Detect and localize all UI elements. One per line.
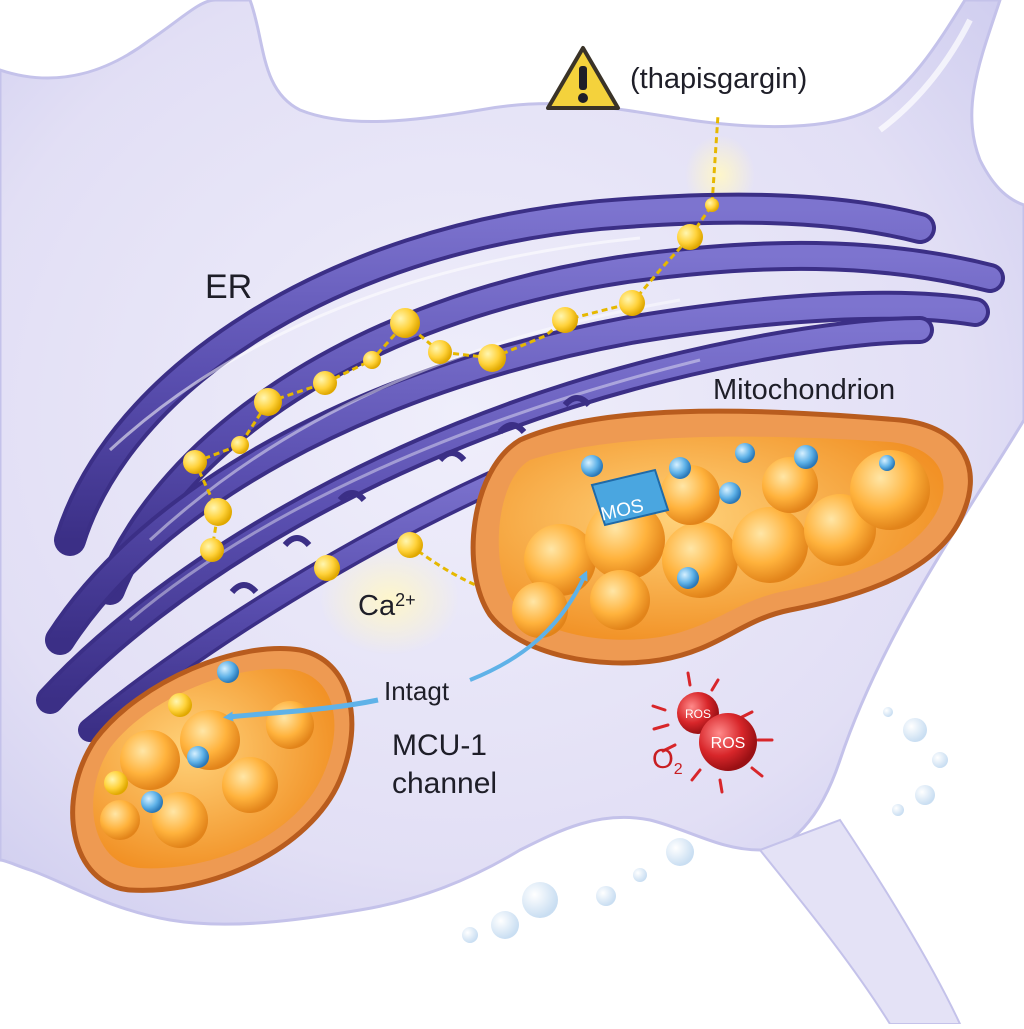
thapsigargin-label: (thapisgargin) — [630, 63, 808, 95]
ros-label-small: ROS — [685, 707, 711, 721]
transporter-protein — [735, 443, 755, 463]
calcium-ion — [552, 307, 578, 333]
calcium-ion — [397, 532, 423, 558]
calcium-ion — [204, 498, 232, 526]
ros-label-large: ROS — [711, 735, 746, 752]
calcium-ion — [314, 555, 340, 581]
transporter-protein — [187, 746, 209, 768]
calcium-ion — [677, 224, 703, 250]
er-label: ER — [205, 268, 253, 306]
calcium-ion — [363, 351, 381, 369]
calcium-flux-arrows — [223, 570, 588, 722]
mitochondrion-small — [70, 646, 355, 893]
calcium-ion — [390, 308, 420, 338]
warning-triangle-icon — [546, 46, 620, 110]
mcu-label-line1: MCU-1 — [392, 729, 487, 762]
mitochondrion-large: MOS — [470, 408, 973, 666]
transporter-protein — [581, 455, 603, 477]
calcium-ion — [478, 344, 506, 372]
calcium-ion — [231, 436, 249, 454]
transporter-protein — [794, 445, 818, 469]
ros-molecule-large — [699, 713, 757, 771]
transporter-protein — [677, 567, 699, 589]
calcium-ion — [168, 693, 192, 717]
intagt-label: Intagt — [384, 676, 450, 706]
calcium-ion — [705, 198, 719, 212]
calcium-ion — [254, 388, 282, 416]
transporter-protein — [719, 482, 741, 504]
mitochondrion-label: Mitochondrion — [713, 374, 896, 406]
transporter-protein — [217, 661, 239, 683]
transporter-protein — [141, 791, 163, 813]
calcium-label: Ca2+ — [358, 590, 416, 623]
mcu-channel-label: MCU-1 channel — [392, 727, 497, 803]
calcium-label-charge: 2+ — [395, 590, 416, 610]
calcium-ion — [313, 371, 337, 395]
mcu-label-line2: channel — [392, 767, 498, 800]
transporter-protein — [669, 457, 691, 479]
calcium-ion — [104, 771, 128, 795]
ros-cluster: ROS ROS O2 — [651, 671, 774, 794]
calcium-ion — [200, 538, 224, 562]
calcium-ion — [428, 340, 452, 364]
transporter-protein — [879, 455, 895, 471]
calcium-glow — [320, 545, 460, 655]
calcium-ion — [183, 450, 207, 474]
calcium-label-base: Ca — [358, 590, 396, 622]
calcium-ion — [619, 290, 645, 316]
oxygen-label: O2 — [652, 743, 683, 778]
bubbles — [462, 707, 948, 943]
